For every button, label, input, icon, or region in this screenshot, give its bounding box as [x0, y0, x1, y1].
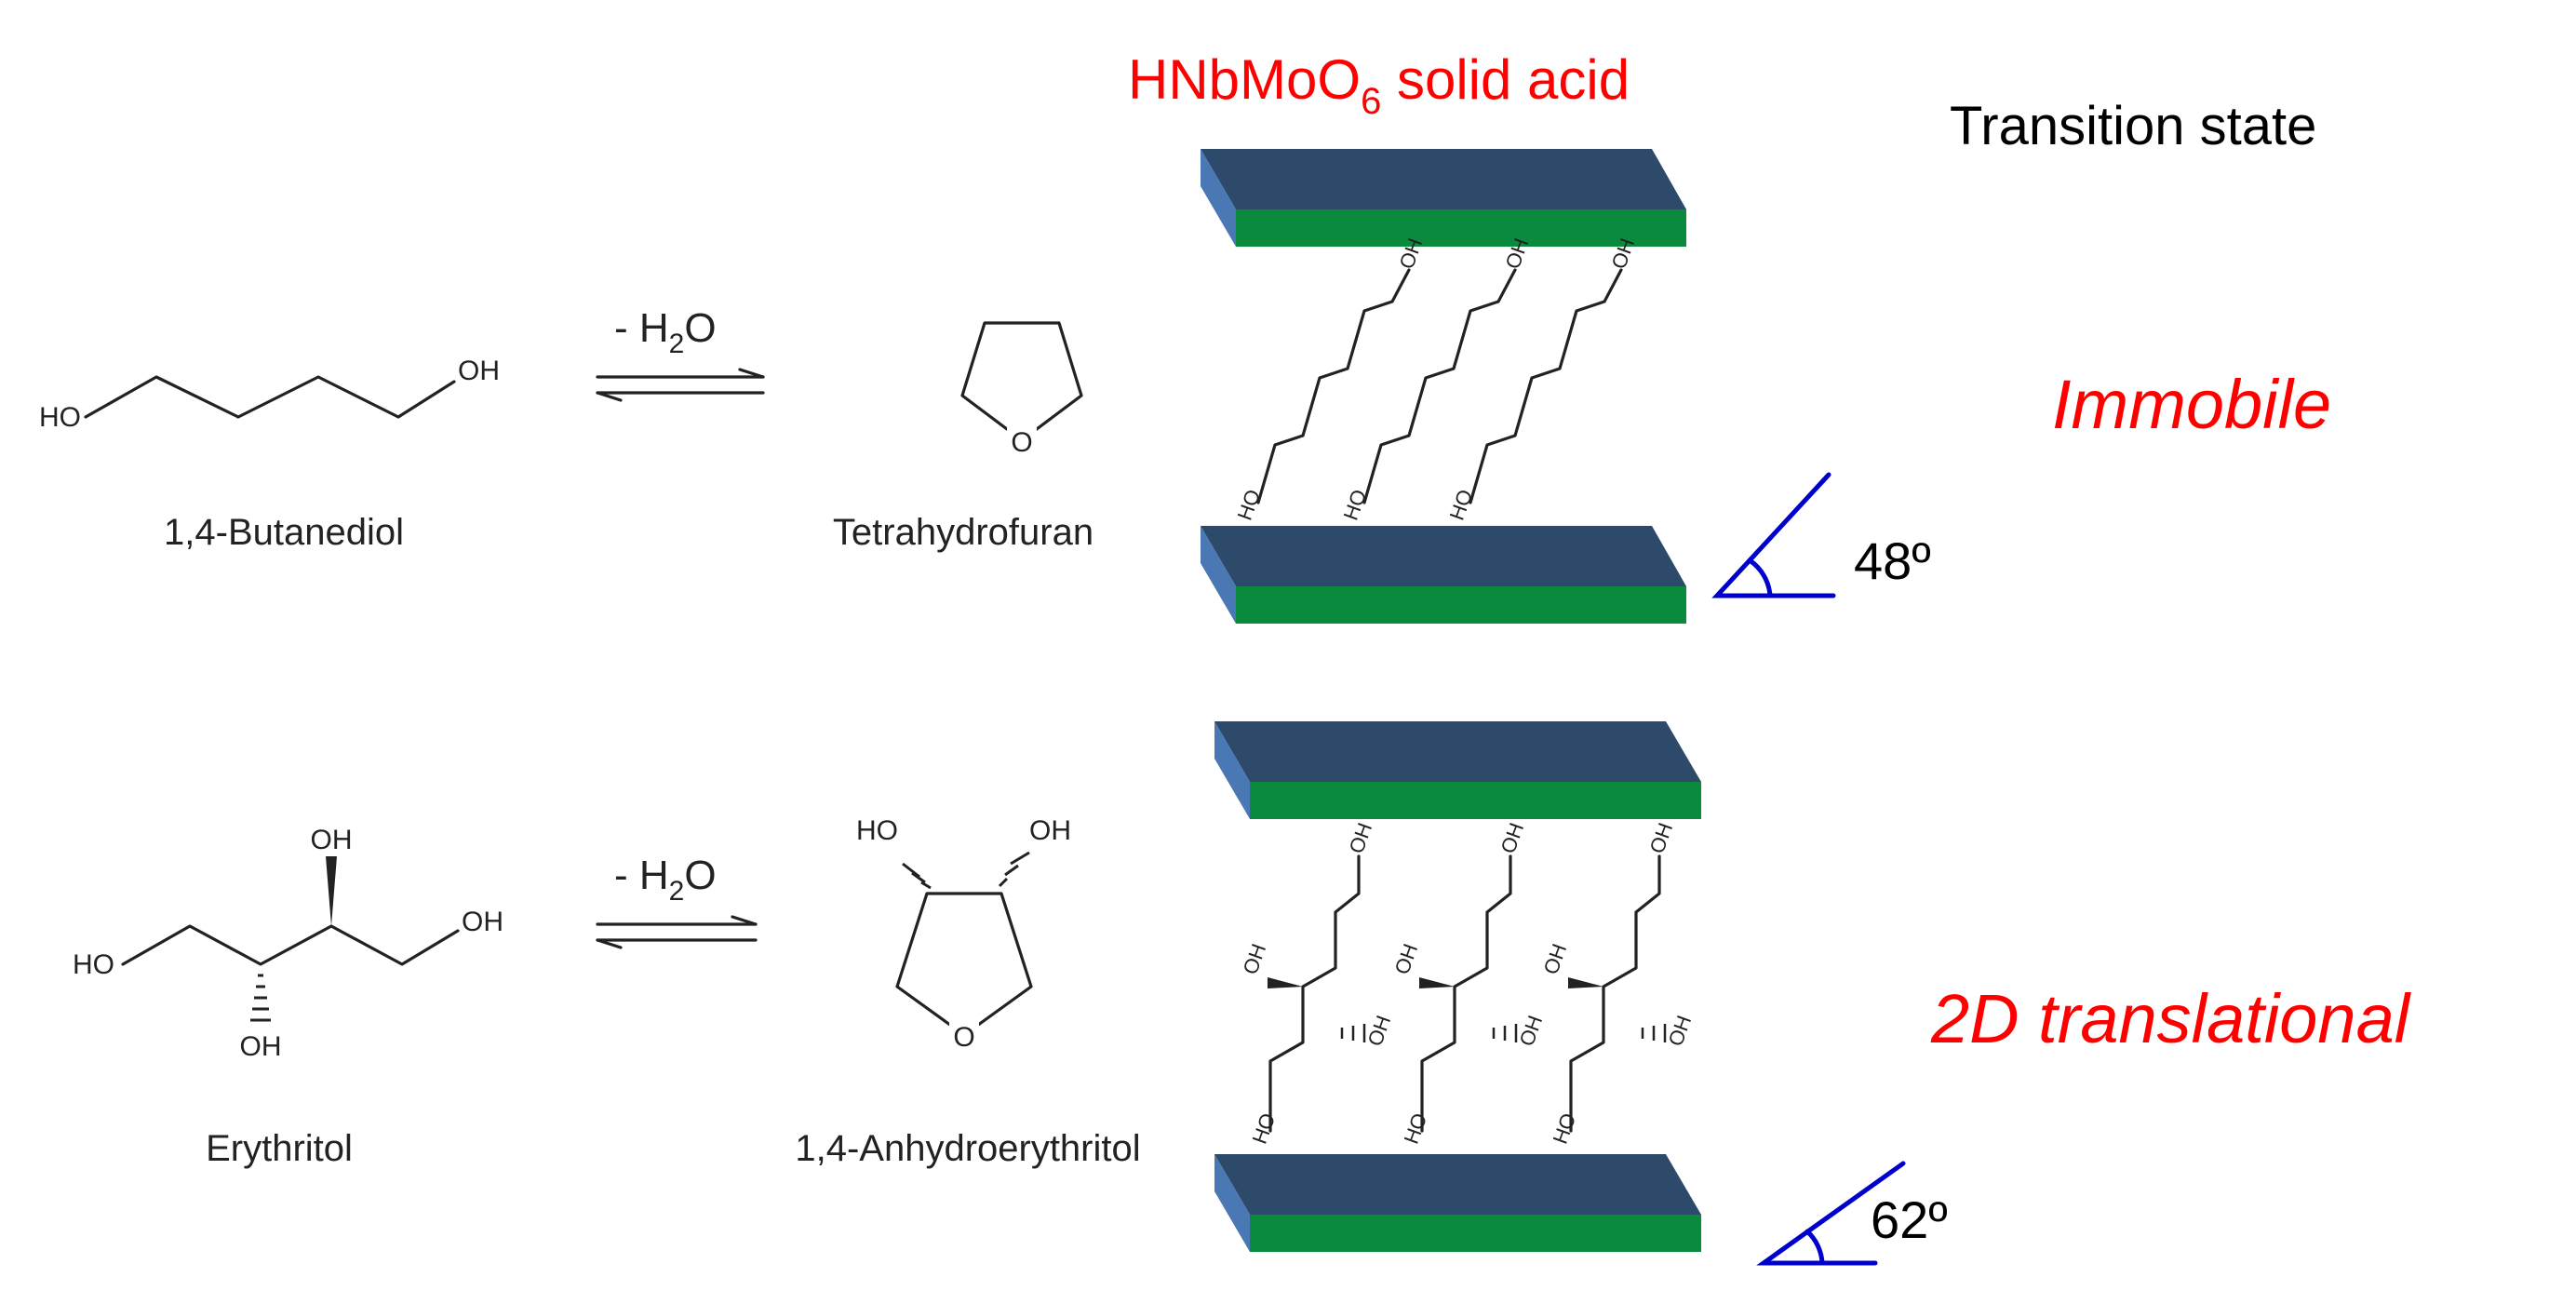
svg-text:OH: OH	[1239, 941, 1271, 978]
angle-label-1: 48º	[1854, 531, 1931, 590]
catalyst-slab-bottom-1	[1201, 526, 1686, 624]
svg-text:OH: OH	[1539, 941, 1572, 978]
butanediol-structure: HO OH	[39, 356, 500, 433]
svg-text:OH: OH	[240, 1031, 282, 1062]
product-name-2: 1,4-Anhydroerythritol	[795, 1128, 1140, 1169]
svg-text:OH: OH	[1363, 1013, 1396, 1050]
svg-text:OH: OH	[1496, 820, 1529, 857]
svg-text:OH: OH	[1515, 1013, 1548, 1050]
svg-text:OH: OH	[1345, 820, 1377, 857]
thf-structure: O	[960, 321, 1083, 458]
svg-text:OH: OH	[458, 356, 500, 386]
mode-label-1: Immobile	[2052, 366, 2331, 443]
svg-text:HO: HO	[73, 949, 114, 980]
catalyst-title: HNbMoO6 solid acid	[1128, 48, 1630, 122]
condition-label-2: - H2O	[614, 853, 717, 907]
angle-label-2: 62º	[1871, 1190, 1948, 1249]
svg-text:HO: HO	[1248, 1110, 1281, 1148]
intercalated-butanediol-2: HO OH	[1339, 235, 1534, 524]
intercalated-butanediol-3: HO OH	[1445, 235, 1640, 524]
svg-text:OH: OH	[311, 825, 353, 855]
angle-symbol-2	[1756, 1161, 1906, 1266]
svg-text:HO: HO	[1549, 1110, 1581, 1148]
catalyst-slab-bottom-2	[1214, 1154, 1701, 1252]
mode-label-2: 2D translational	[1930, 980, 2412, 1057]
erythritol-structure: HO OH OH OH	[73, 825, 503, 1062]
svg-text:HO: HO	[39, 402, 81, 433]
intercalated-erythritol-1: HO OH OH OH	[1239, 820, 1396, 1148]
svg-text:OH: OH	[462, 907, 503, 937]
equilibrium-arrow-1	[596, 368, 765, 402]
svg-text:HO: HO	[856, 815, 898, 846]
reactant-name-1: 1,4-Butanediol	[164, 512, 404, 553]
svg-text:HO: HO	[1400, 1110, 1432, 1148]
catalyst-slab-top-2	[1214, 721, 1701, 819]
condition-label-1: - H2O	[614, 305, 717, 359]
svg-text:OH: OH	[1390, 941, 1423, 978]
svg-text:O: O	[953, 1022, 974, 1053]
svg-text:OH: OH	[1664, 1013, 1697, 1050]
intercalated-erythritol-3: HO OH OH OH	[1539, 820, 1697, 1148]
intercalated-butanediol-1: HO OH	[1233, 235, 1428, 524]
equilibrium-arrow-2	[596, 915, 758, 949]
reactant-name-2: Erythritol	[206, 1128, 353, 1169]
angle-symbol-1	[1711, 472, 1836, 598]
product-name-1: Tetrahydrofuran	[833, 512, 1093, 553]
transition-state-header: Transition state	[1950, 96, 2316, 156]
anhydroerythritol-structure: O HO OH	[856, 815, 1071, 1053]
svg-text:OH: OH	[1645, 820, 1678, 857]
svg-text:OH: OH	[1029, 815, 1071, 846]
svg-text:O: O	[1011, 427, 1032, 458]
catalyst-slab-top-1	[1201, 149, 1686, 247]
intercalated-erythritol-2: HO OH OH OH	[1390, 820, 1548, 1148]
